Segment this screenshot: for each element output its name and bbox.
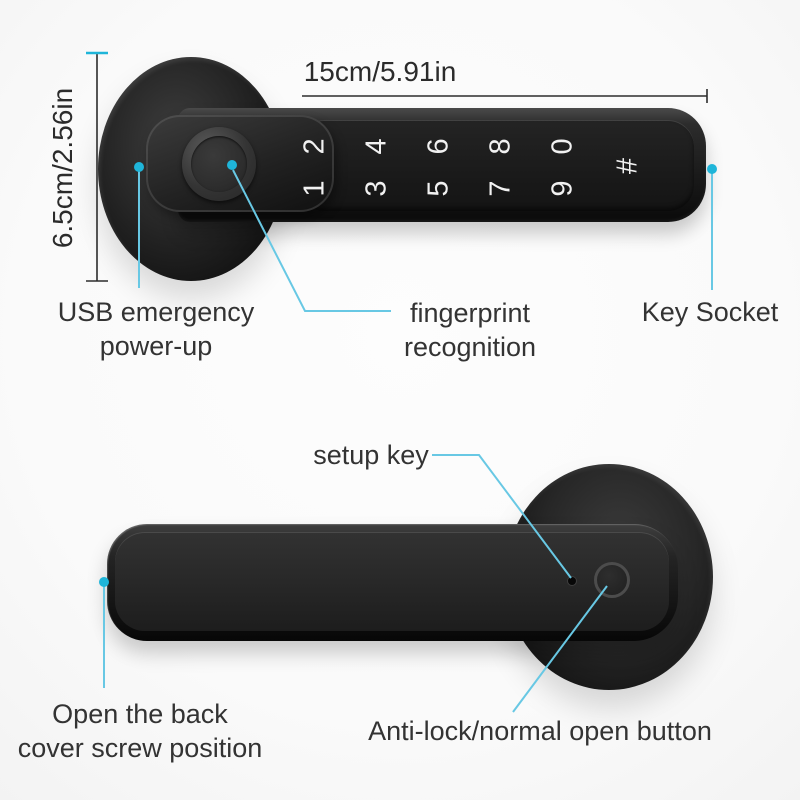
height-dimension-label: 6.5cm/2.56in xyxy=(47,87,78,249)
anti-lock-label: Anti-lock/normal open button xyxy=(368,716,712,746)
keypad-key-5-6: 5 6 xyxy=(422,137,455,197)
fingerprint-sensor xyxy=(191,136,247,192)
back-cover-label-line2: cover screw position xyxy=(17,733,263,763)
fingerprint-label-line1: fingerprint xyxy=(409,298,531,328)
key-socket-label: Key Socket xyxy=(641,297,779,327)
usb-emergency-label-line1: USB emergency xyxy=(57,297,255,327)
back-cover-label: Open the back cover screw position xyxy=(18,697,263,765)
keypad-key-9-0: 9 0 xyxy=(546,137,579,197)
fingerprint-label: fingerprint recognition xyxy=(404,296,536,364)
setup-key-pinhole xyxy=(568,577,576,585)
handle-back-panel xyxy=(115,532,669,631)
keypad-key-3-4: 3 4 xyxy=(360,137,393,197)
back-cover-label-line1: Open the back xyxy=(52,699,228,729)
usb-emergency-label: USB emergency power-up xyxy=(58,295,255,363)
setup-key-label: setup key xyxy=(313,440,429,470)
keypad-key-1-2: 1 2 xyxy=(298,137,331,197)
keypad-key-hash: # xyxy=(611,157,644,175)
keypad-key-7-8: 7 8 xyxy=(484,137,517,197)
fingerprint-label-line2: recognition xyxy=(403,332,537,362)
width-dimension-label: 15cm/5.91in xyxy=(303,56,457,87)
usb-emergency-label-line2: power-up xyxy=(99,331,213,361)
anti-lock-button xyxy=(594,562,630,598)
key-socket-callout-dot xyxy=(707,164,717,174)
